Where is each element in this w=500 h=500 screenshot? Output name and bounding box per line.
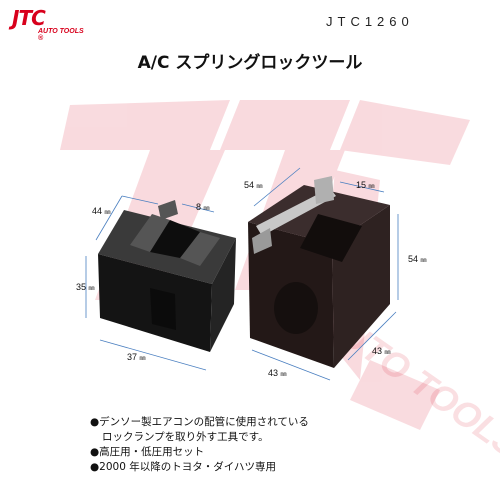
dim-small-depth: 37 ㎜ bbox=[127, 352, 146, 362]
dimension-lines bbox=[85, 167, 399, 381]
large-tool-block bbox=[248, 176, 390, 368]
feature-line-3: ●高圧用・低圧用セット bbox=[90, 446, 205, 458]
dim-large-depth-right: 43 ㎜ bbox=[372, 346, 391, 356]
page-title: A/C スプリングロックツール bbox=[137, 53, 363, 73]
feature-line-1: ●デンソー製エアコンの配管に使用されている bbox=[90, 416, 309, 428]
logo-subtext: AUTO TOOLS ® bbox=[38, 28, 84, 42]
dim-large-depth-front: 43 ㎜ bbox=[268, 368, 287, 378]
logo-text: JTC bbox=[12, 6, 46, 30]
dim-large-width: 54 ㎜ bbox=[244, 180, 263, 190]
dim-small-width: 44 ㎜ bbox=[92, 206, 111, 216]
brand-logo: JTC AUTO TOOLS ® bbox=[8, 6, 90, 42]
dim-small-slot: 8 ㎜ bbox=[196, 202, 210, 212]
feature-line-2: ロックランプを取り外す工具です。 bbox=[102, 431, 269, 443]
product-code: JTC1260 bbox=[326, 14, 414, 29]
feature-line-4: ●2000 年以降のトヨタ・ダイハツ専用 bbox=[90, 461, 277, 473]
dim-large-height: 54 ㎜ bbox=[408, 254, 427, 264]
feature-list: ●デンソー製エアコンの配管に使用されている ロックランプを取り外す工具です。 ●… bbox=[90, 415, 309, 475]
small-tool-block bbox=[98, 200, 236, 352]
dim-small-height: 35 ㎜ bbox=[76, 282, 95, 292]
dim-large-slot: 15 ㎜ bbox=[356, 180, 375, 190]
